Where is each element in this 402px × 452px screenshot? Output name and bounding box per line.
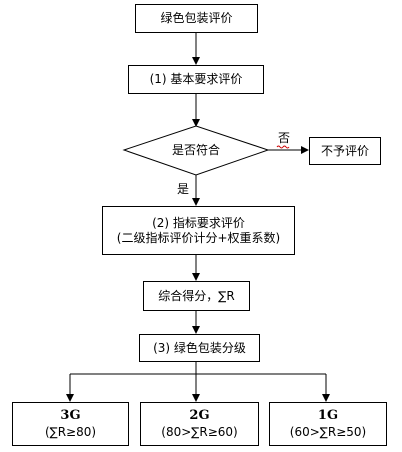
- composite-score-text: 综合得分，∑R: [158, 288, 235, 303]
- spellcheck-underline: [276, 145, 290, 149]
- grade-2g-condition: (80>∑R≥60): [161, 425, 238, 439]
- yes-label: 是: [177, 182, 190, 196]
- grade-2g-label: 2G: [189, 408, 210, 423]
- indicator-eval-box: (2) 指标要求评价 (二级指标评价计分+权重系数): [102, 206, 295, 255]
- grade-1g-condition: (60>∑R≥50): [289, 425, 367, 439]
- grade-3g-box: 3G (∑R≥80): [12, 402, 129, 446]
- grading-box: (3) 绿色包装分级: [139, 334, 260, 362]
- decision-text: 是否符合: [171, 143, 220, 157]
- grade-2g-box: 2G (80>∑R≥60): [140, 402, 259, 446]
- indicator-eval-line1: (2) 指标要求评价: [152, 215, 245, 230]
- basic-requirements-box: (1) 基本要求评价: [128, 65, 264, 94]
- green-packaging-eval-box: 绿色包装评价: [135, 4, 258, 33]
- indicator-eval-line2: (二级指标评价计分+权重系数): [116, 230, 281, 245]
- grade-3g-condition: (∑R≥80): [44, 425, 97, 439]
- grade-1g-label: 1G: [317, 408, 339, 423]
- green-packaging-eval-text: 绿色包装评价: [160, 11, 233, 25]
- no-label: 否: [278, 131, 291, 145]
- grade-3g-label: 3G: [60, 408, 81, 423]
- grade-1g-box: 1G (60>∑R≥50): [269, 402, 387, 446]
- no-evaluation-text: 不予评价: [320, 143, 369, 158]
- no-evaluation-box: 不予评价: [309, 137, 381, 165]
- basic-requirements-text: (1) 基本要求评价: [149, 72, 243, 86]
- grading-text: (3) 绿色包装分级: [153, 340, 246, 355]
- decision-diamond: [122, 125, 270, 176]
- composite-score-box: 综合得分，∑R: [143, 281, 250, 311]
